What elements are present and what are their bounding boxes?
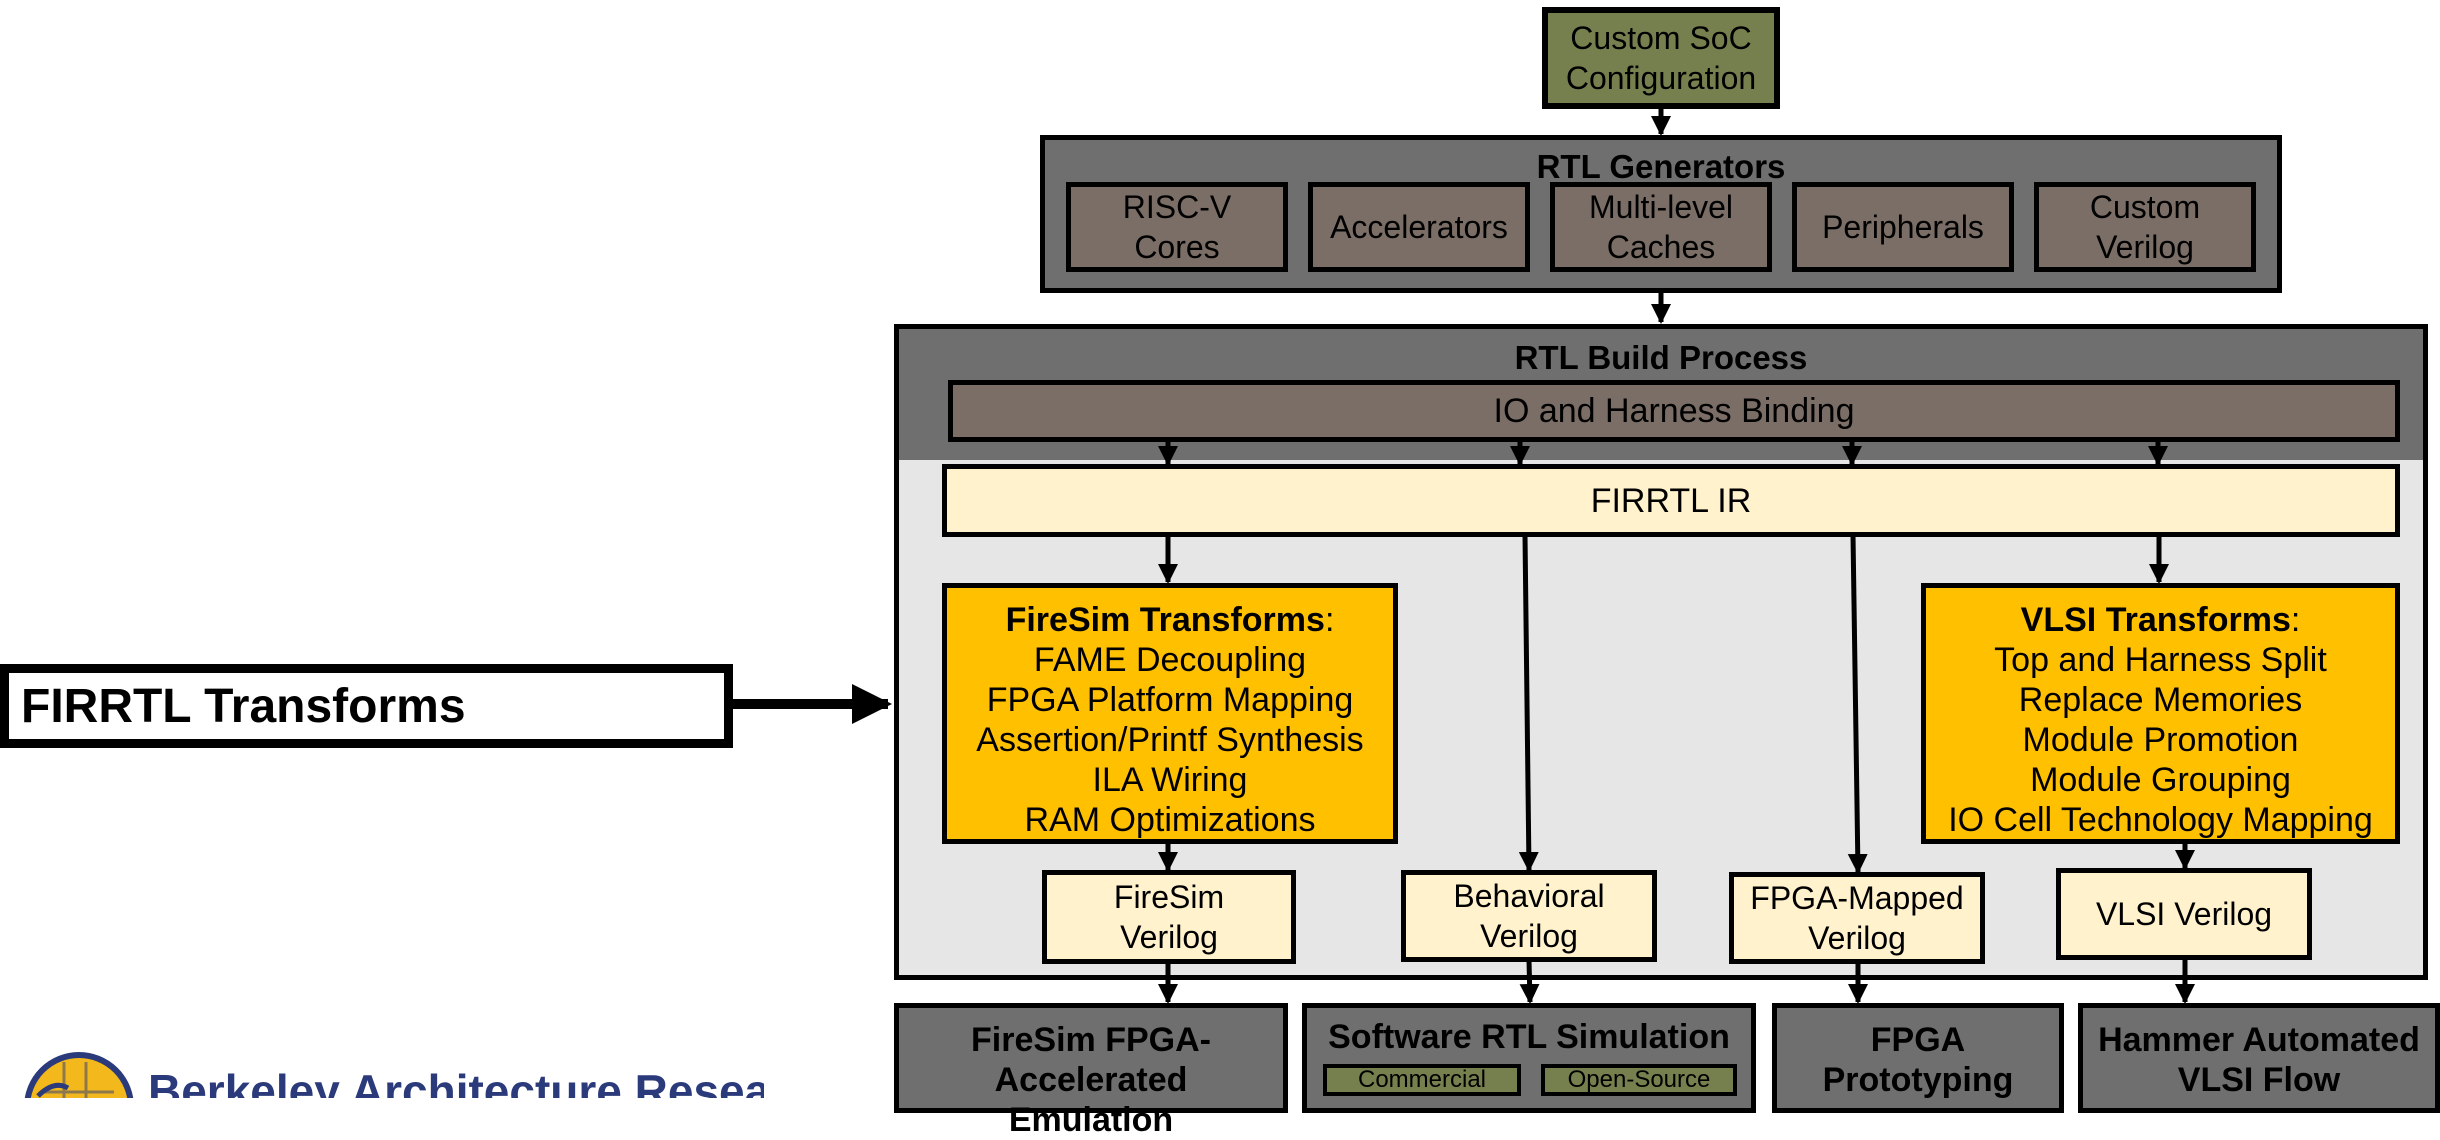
generator-accelerators: Accelerators — [1308, 182, 1530, 272]
verilog-output-label: Behavioral Verilog — [1453, 878, 1605, 954]
vlsi-transform-item: IO Cell Technology Mapping — [1948, 801, 2373, 839]
logo-emblem-icon — [24, 1052, 134, 1098]
io-harness-binding-box: IO and Harness Binding — [948, 380, 2400, 442]
berkeley-logo: Berkeley Architecture Research — [24, 1052, 764, 1098]
firesim-transforms-colon: : — [1324, 601, 1335, 639]
rtl-generators-title: RTL Generators — [1536, 148, 1786, 185]
generator-label: Accelerators — [1330, 209, 1508, 245]
vlsi-transform-item: Module Grouping — [2030, 761, 2291, 799]
verilog-output-label: FPGA-Mapped Verilog — [1750, 880, 1964, 956]
firesim-transform-item: Assertion/Printf Synthesis — [976, 721, 1364, 759]
software-simulation-title: Software RTL Simulation — [1328, 1018, 1730, 1056]
software-simulation-box: Software RTL Simulation Commercial Open-… — [1302, 1003, 1756, 1113]
generator-label: Custom Verilog — [2089, 189, 2201, 265]
generator-label: Peripherals — [1822, 209, 1984, 245]
generator-multilevel-caches: Multi-level Caches — [1550, 182, 1772, 272]
behavioral-verilog-box: Behavioral Verilog — [1401, 870, 1657, 962]
callout-label: FIRRTL Transforms — [21, 679, 466, 733]
generator-custom-verilog: Custom Verilog — [2034, 182, 2256, 272]
vlsi-transforms-colon: : — [2290, 601, 2301, 639]
soc-config-label: Custom SoC Configuration — [1565, 20, 1757, 96]
build-process-title: RTL Build Process — [1514, 339, 1808, 376]
generator-peripherals: Peripherals — [1792, 182, 2014, 272]
firrtl-ir-label: FIRRTL IR — [1590, 481, 1752, 520]
vlsi-transforms-title: VLSI Transforms — [2020, 601, 2291, 639]
verilog-output-label: FireSim Verilog — [1113, 879, 1225, 955]
firesim-transform-item: ILA Wiring — [1092, 761, 1248, 799]
vlsi-verilog-box: VLSI Verilog — [2056, 868, 2312, 960]
firesim-transforms-box: FireSim Transforms: FAME Decoupling FPGA… — [942, 583, 1398, 844]
firrtl-transforms-callout: FIRRTL Transforms — [0, 664, 733, 748]
open-source-badge: Open-Source — [1541, 1064, 1737, 1096]
io-harness-binding-label: IO and Harness Binding — [1493, 392, 1855, 430]
vlsi-transform-item: Replace Memories — [2018, 681, 2303, 719]
flow-arrows — [730, 108, 2195, 1004]
firesim-transform-item: FAME Decoupling — [1033, 641, 1307, 679]
firesim-verilog-box: FireSim Verilog — [1042, 870, 1296, 964]
firesim-emulation-box: FireSim FPGA-Accelerated Emulation — [894, 1003, 1288, 1139]
vlsi-transforms-heading: VLSI Transforms: — [2021, 600, 2301, 640]
target-label: FireSim FPGA-Accelerated Emulation — [971, 1021, 1211, 1139]
firesim-transforms-heading: FireSim Transforms: — [1006, 600, 1335, 640]
firesim-transform-item: FPGA Platform Mapping — [986, 681, 1354, 719]
fpga-mapped-verilog-box: FPGA-Mapped Verilog — [1729, 872, 1985, 964]
generator-riscv-cores: RISC-V Cores — [1066, 182, 1288, 272]
fpga-prototyping-box: FPGA Prototyping — [1772, 1003, 2064, 1113]
target-label: Hammer Automated VLSI Flow — [2098, 1021, 2420, 1099]
logo-text: Berkeley Architecture Research — [148, 1065, 764, 1098]
hammer-vlsi-box: Hammer Automated VLSI Flow — [2078, 1003, 2440, 1113]
commercial-badge: Commercial — [1323, 1064, 1521, 1096]
firrtl-ir-box: FIRRTL IR — [942, 464, 2400, 537]
arrow-behavioral-to-target — [1519, 959, 1540, 1004]
firesim-transform-item: RAM Optimizations — [1024, 801, 1316, 839]
vlsi-transforms-box: VLSI Transforms: Top and Harness Split R… — [1921, 583, 2400, 844]
arrow-ir-to-fpga — [1847, 534, 1868, 874]
firesim-transforms-title: FireSim Transforms — [1005, 601, 1325, 639]
vlsi-transform-item: Module Promotion — [2022, 721, 2299, 759]
generator-label: RISC-V Cores — [1122, 189, 1232, 265]
vlsi-transform-item: Top and Harness Split — [1994, 641, 2327, 679]
soc-config-box: Custom SoC Configuration — [1542, 7, 1780, 109]
target-label: FPGA Prototyping — [1822, 1021, 2014, 1099]
arrow-ir-to-behavioral — [1518, 534, 1539, 872]
verilog-output-label: VLSI Verilog — [2095, 896, 2273, 932]
generator-label: Multi-level Caches — [1588, 189, 1734, 265]
